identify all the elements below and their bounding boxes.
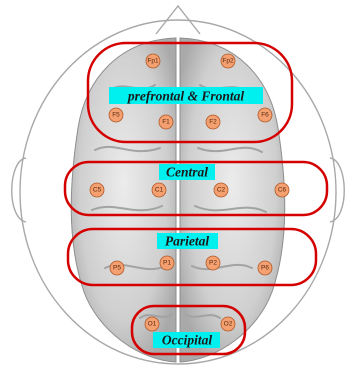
electrode-p5: P5 [110,261,124,275]
electrode-label: F6 [261,112,269,119]
electrode-c1: C1 [152,183,166,197]
electrode-fp2: Fp2 [221,54,235,68]
electrode-label: F5 [112,112,120,119]
electrode-o2: O2 [221,317,235,331]
electrode-label: F2 [209,119,217,126]
electrode-label: P6 [261,265,269,272]
electrode-label: P1 [163,260,171,267]
head-outline [12,6,345,364]
electrode-label: Fp1 [147,58,159,65]
electrode-label: P5 [113,265,121,272]
parietal-region-label: Parietal [165,234,209,249]
electrode-fp1: Fp1 [146,54,160,68]
electrode-label: Fp2 [222,58,234,65]
electrode-label: F1 [162,119,170,126]
electrode-c6: C6 [275,183,289,197]
electrode-label: P2 [209,260,217,267]
frontal-region-label: prefrontal & Frontal [127,89,245,104]
electrode-label: C1 [155,187,164,194]
electrode-f6: F6 [258,108,272,122]
brain-image [71,38,285,362]
electrode-c5: C5 [90,183,104,197]
electrode-p1: P1 [160,256,174,270]
electrode-f2: F2 [206,115,220,129]
right-ear-shape [330,158,344,222]
occipital-region-label: Occipital [162,333,212,348]
electrode-p2: P2 [206,256,220,270]
electrode-label: O2 [224,321,233,328]
electrode-p6: P6 [258,261,272,275]
electrode-label: C6 [278,187,287,194]
left-ear-shape [12,158,26,222]
electrode-label: C2 [217,187,226,194]
electrode-f5: F5 [109,108,123,122]
electrode-c2: C2 [214,183,228,197]
central-region-label: Central [166,165,208,180]
electrode-label: O1 [148,321,157,328]
electrode-f1: F1 [159,115,173,129]
electrode-o1: O1 [145,317,159,331]
electrode-label: C5 [93,187,102,194]
